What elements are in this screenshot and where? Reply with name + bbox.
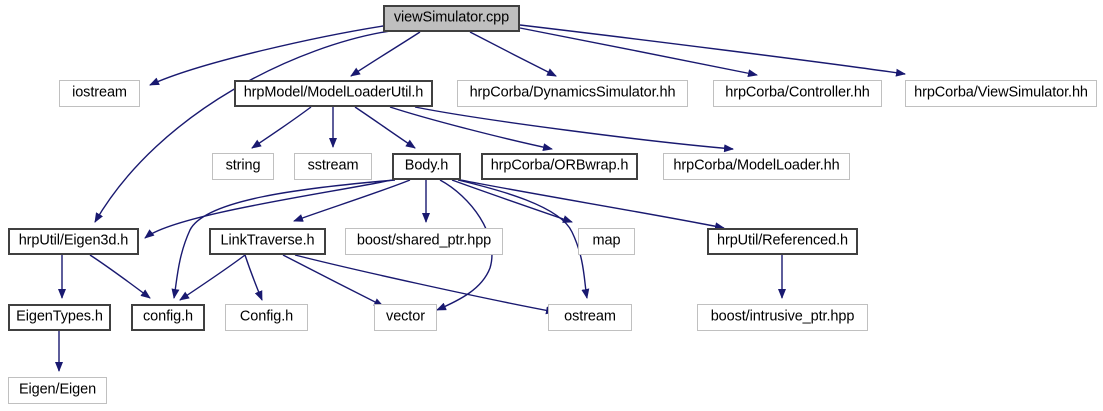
graph-edge-bodyH-to-configLower [171,179,396,299]
graph-node-modelLoaderHh[interactable]: hrpCorba/ModelLoader.hh [663,153,850,180]
graph-node-vector[interactable]: vector [374,304,437,331]
graph-edge-linkTraverse-to-vector [282,254,384,307]
graph-node-label: ostream [564,308,616,325]
graph-node-iostream[interactable]: iostream [59,80,140,107]
graph-node-orbWrap[interactable]: hrpCorba/ORBwrap.h [481,153,638,180]
graph-node-dynamicsSimulator[interactable]: hrpCorba/DynamicsSimulator.hh [457,80,688,107]
graph-edge-viewSimulator-to-controller [519,27,758,78]
graph-node-bodyH[interactable]: Body.h [392,153,461,180]
graph-edges [55,24,906,372]
graph-node-label: string [225,157,261,174]
graph-edge-modelLoaderUtil-to-modelLoaderHh [414,106,734,153]
graph-edge-bodyH-to-vector [436,179,493,311]
graph-node-label: config.h [143,308,193,325]
graph-node-string[interactable]: string [212,153,274,180]
graph-edge-bodyH-to-linkTraverse [293,179,411,222]
graph-edge-bodyH-to-referenced [460,179,725,231]
graph-node-eigen3d[interactable]: hrpUtil/Eigen3d.h [8,228,139,255]
graph-node-label: Config.h [239,308,294,325]
graph-node-map[interactable]: map [578,228,635,255]
graph-node-label: hrpUtil/Eigen3d.h [18,232,129,249]
graph-node-configLower[interactable]: config.h [131,304,205,331]
graph-node-label: vector [386,308,425,325]
graph-node-linkTraverse[interactable]: LinkTraverse.h [209,228,326,255]
graph-node-label: hrpCorba/ViewSimulator.hh [914,84,1088,101]
graph-node-viewSimulatorHh[interactable]: hrpCorba/ViewSimulator.hh [905,80,1097,107]
graph-node-configUpper[interactable]: Config.h [225,304,308,331]
graph-edge-linkTraverse-to-configLower [179,254,246,301]
graph-node-sharedPtr[interactable]: boost/shared_ptr.hpp [345,228,503,255]
graph-edge-eigen3d-to-configLower [89,254,151,299]
graph-edge-viewSimulator-to-eigen3d [94,30,391,223]
graph-node-label: LinkTraverse.h [220,232,315,249]
graph-edge-bodyH-to-map [451,179,573,223]
graph-edge-viewSimulator-to-modelLoaderUtil [350,31,421,77]
graph-node-viewSimulator[interactable]: viewSimulator.cpp [383,5,520,32]
graph-node-label: Eigen/Eigen [18,381,97,398]
graph-node-intrusivePtr[interactable]: boost/intrusive_ptr.hpp [697,304,868,331]
graph-edge-modelLoaderUtil-to-orbWrap [389,106,553,152]
graph-edge-modelLoaderUtil-to-bodyH [354,106,416,149]
graph-node-sstream[interactable]: sstream [294,153,372,180]
graph-node-label: hrpCorba/DynamicsSimulator.hh [469,84,676,101]
graph-edge-linkTraverse-to-ostream [294,254,556,315]
graph-node-label: hrpCorba/ORBwrap.h [490,157,629,174]
graph-edge-bodyH-to-ostream [457,179,590,299]
graph-node-label: Body.h [404,157,449,174]
graph-edge-modelLoaderUtil-to-string [251,106,312,149]
graph-node-label: iostream [72,84,127,101]
graph-edge-viewSimulator-to-dynamicsSimulator [469,31,557,77]
graph-node-label: hrpCorba/ModelLoader.hh [673,157,840,174]
graph-node-label: hrpModel/ModelLoaderUtil.h [243,84,424,101]
graph-node-eigenEigen[interactable]: Eigen/Eigen [8,377,107,404]
graph-node-modelLoaderUtil[interactable]: hrpModel/ModelLoaderUtil.h [234,80,433,107]
graph-node-label: viewSimulator.cpp [393,9,510,26]
graph-node-eigenTypes[interactable]: EigenTypes.h [8,304,111,331]
graph-node-label: boost/shared_ptr.hpp [356,232,492,249]
graph-node-label: boost/intrusive_ptr.hpp [710,308,855,325]
graph-node-label: map [592,232,621,249]
graph-node-ostream[interactable]: ostream [548,304,632,331]
graph-node-controller[interactable]: hrpCorba/Controller.hh [713,80,882,107]
graph-edge-viewSimulator-to-viewSimulatorHh [519,24,906,77]
graph-edge-bodyH-to-eigen3d [144,179,393,239]
graph-node-label: hrpUtil/Referenced.h [717,232,848,249]
graph-edge-linkTraverse-to-configUpper [244,254,263,301]
graph-node-label: EigenTypes.h [16,308,103,325]
graph-node-label: sstream [307,157,359,174]
graph-node-label: hrpCorba/Controller.hh [725,84,870,101]
graph-edge-viewSimulator-to-iostream [149,25,384,86]
graph-node-referenced[interactable]: hrpUtil/Referenced.h [707,228,858,255]
